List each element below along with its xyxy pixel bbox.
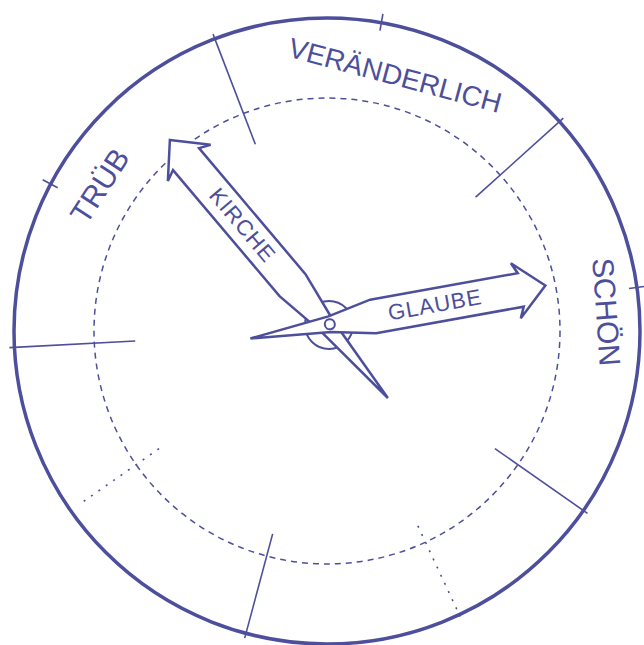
dial-tick [245, 534, 273, 638]
dial-tick [213, 34, 255, 144]
rim-label-holder: VERÄNDERLICH [285, 34, 504, 118]
dial-tick [495, 449, 588, 514]
dial-tick [81, 449, 159, 503]
dial-rim [14, 18, 640, 644]
dial-tick [629, 286, 644, 288]
clock-hand: KIRCHE [146, 120, 411, 418]
pivot-pin [324, 318, 336, 330]
dial-inner-ring [94, 98, 560, 564]
hand-shape [245, 257, 550, 365]
rim-word: VERÄNDERLICH [285, 34, 504, 118]
dial-tick [476, 118, 564, 197]
dial-tick [418, 526, 460, 617]
rim-label-holder: SCHÖN [587, 257, 624, 367]
rim-word: SCHÖN [587, 257, 624, 367]
dial-tick [9, 341, 135, 348]
hand-outline [146, 120, 411, 418]
dial-tick [380, 14, 383, 31]
hand-label: KIRCHE [205, 184, 279, 266]
hand-shape [149, 122, 410, 416]
dial-tick [43, 180, 58, 188]
